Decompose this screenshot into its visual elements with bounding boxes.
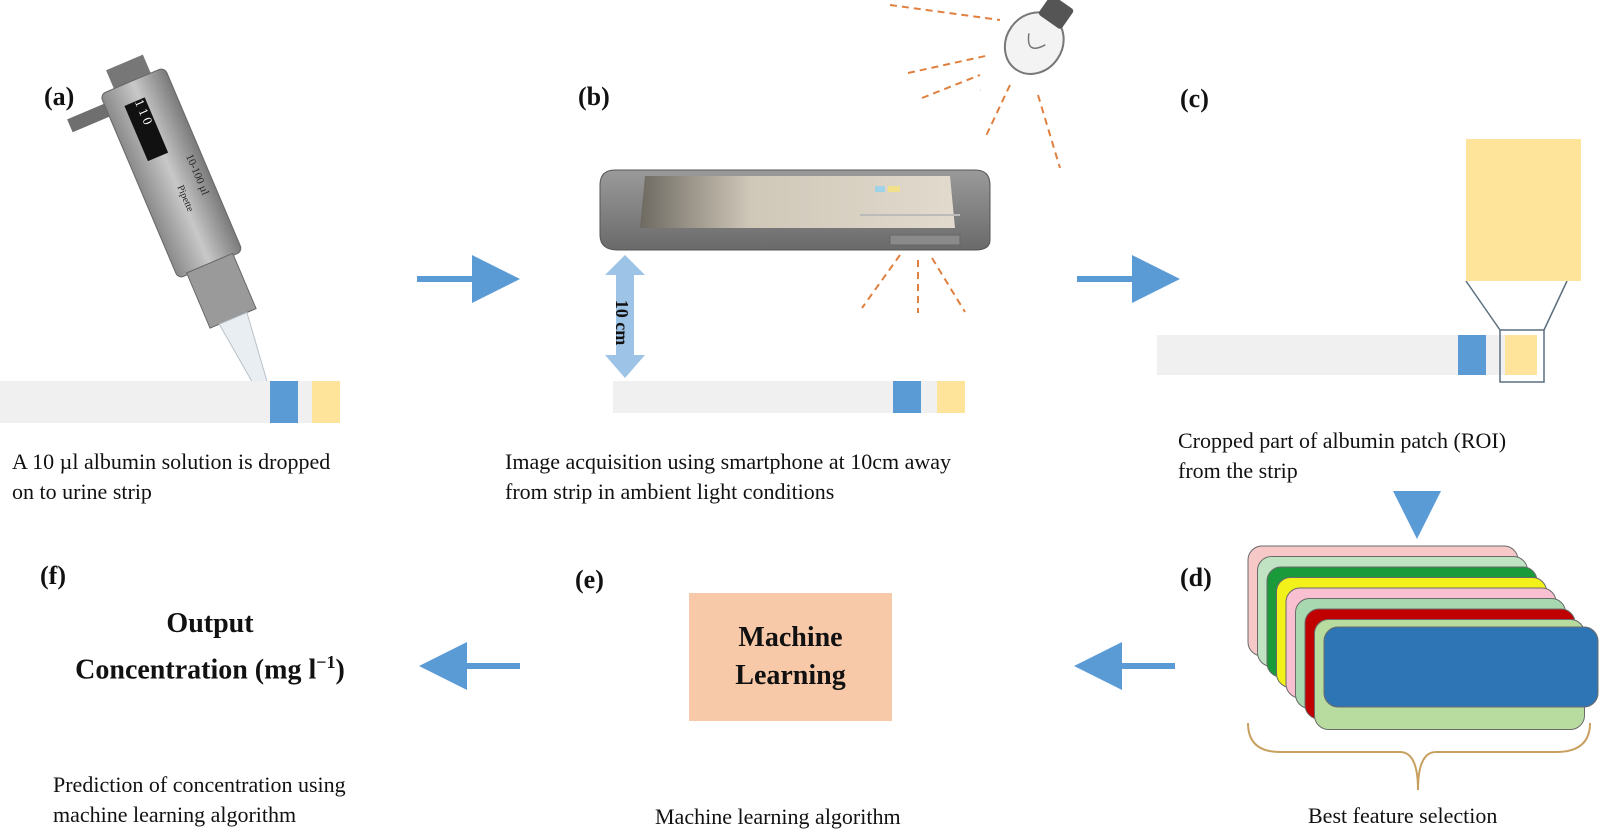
distance-label: 10 cm xyxy=(612,299,633,346)
pipette-body xyxy=(101,68,242,278)
urine-strip-c xyxy=(1157,335,1537,375)
pipette-display xyxy=(124,97,169,162)
feature-layer xyxy=(1323,626,1599,708)
caption-a: A 10 µl albumin solution is dropped on t… xyxy=(12,447,330,507)
urine-strip-a xyxy=(0,381,340,423)
caption-b-line1: Image acquisition using smartphone at 10… xyxy=(505,449,951,474)
panel-label-e: (e) xyxy=(575,565,604,594)
phone-screen xyxy=(640,176,955,228)
caption-c: Cropped part of albumin patch (ROI) from… xyxy=(1178,426,1506,486)
distance-indicator xyxy=(605,255,645,378)
distance-label-wrap: 10 cm xyxy=(601,292,641,352)
panel-label-b: (b) xyxy=(578,82,610,111)
light-bulb-icon xyxy=(1003,0,1074,75)
feature-stack xyxy=(1247,545,1599,730)
caption-a-line1: A 10 µl albumin solution is dropped xyxy=(12,449,331,474)
pipette-illustration: 1 1 0 10-100 µl Pipette xyxy=(67,54,277,415)
output-title-line1: Output xyxy=(166,608,254,639)
strip-patch-blue xyxy=(270,381,298,423)
caption-b: Image acquisition using smartphone at 10… xyxy=(505,447,951,507)
caption-f: Prediction of concentration using machin… xyxy=(53,770,346,830)
light-rays xyxy=(861,4,1061,313)
machine-learning-box: Machine Learning xyxy=(689,593,892,721)
output-title-unit: Concentration (mg l xyxy=(75,654,317,686)
caption-c-line1: Cropped part of albumin patch (ROI) xyxy=(1178,428,1507,453)
roi-crop-box xyxy=(1465,139,1581,383)
caption-b-line2: from strip in ambient light conditions xyxy=(505,479,835,504)
panel-label-c: (c) xyxy=(1180,84,1209,113)
panel-label-a: (a) xyxy=(44,82,75,111)
caption-c-line2: from the strip xyxy=(1178,458,1298,483)
output-title: Output Concentration (mg l−1) xyxy=(40,605,380,689)
ml-box-line1: Machine xyxy=(738,622,843,653)
smartphone-illustration xyxy=(599,169,991,251)
caption-d: Best feature selection xyxy=(1308,803,1498,828)
roi-enlarged-patch xyxy=(1466,139,1581,281)
caption-f-line1: Prediction of concentration using xyxy=(53,772,346,797)
caption-a-line2: on to urine strip xyxy=(12,479,152,504)
urine-strip-b xyxy=(613,381,965,413)
panel-label-d: (d) xyxy=(1180,563,1212,592)
pipette-plunger xyxy=(106,54,152,91)
caption-e: Machine learning algorithm xyxy=(655,804,901,829)
caption-f-line2: machine learning algorithm xyxy=(53,802,297,827)
strip-patch-albumin xyxy=(312,381,340,423)
output-title-end: ) xyxy=(335,654,345,686)
panel-label-f: (f) xyxy=(40,561,66,590)
output-title-sup: −1 xyxy=(316,652,336,672)
feature-brace xyxy=(1247,722,1591,791)
ml-box-line2: Learning xyxy=(735,660,846,691)
output-title-line2: Concentration (mg l−1) xyxy=(40,643,380,689)
